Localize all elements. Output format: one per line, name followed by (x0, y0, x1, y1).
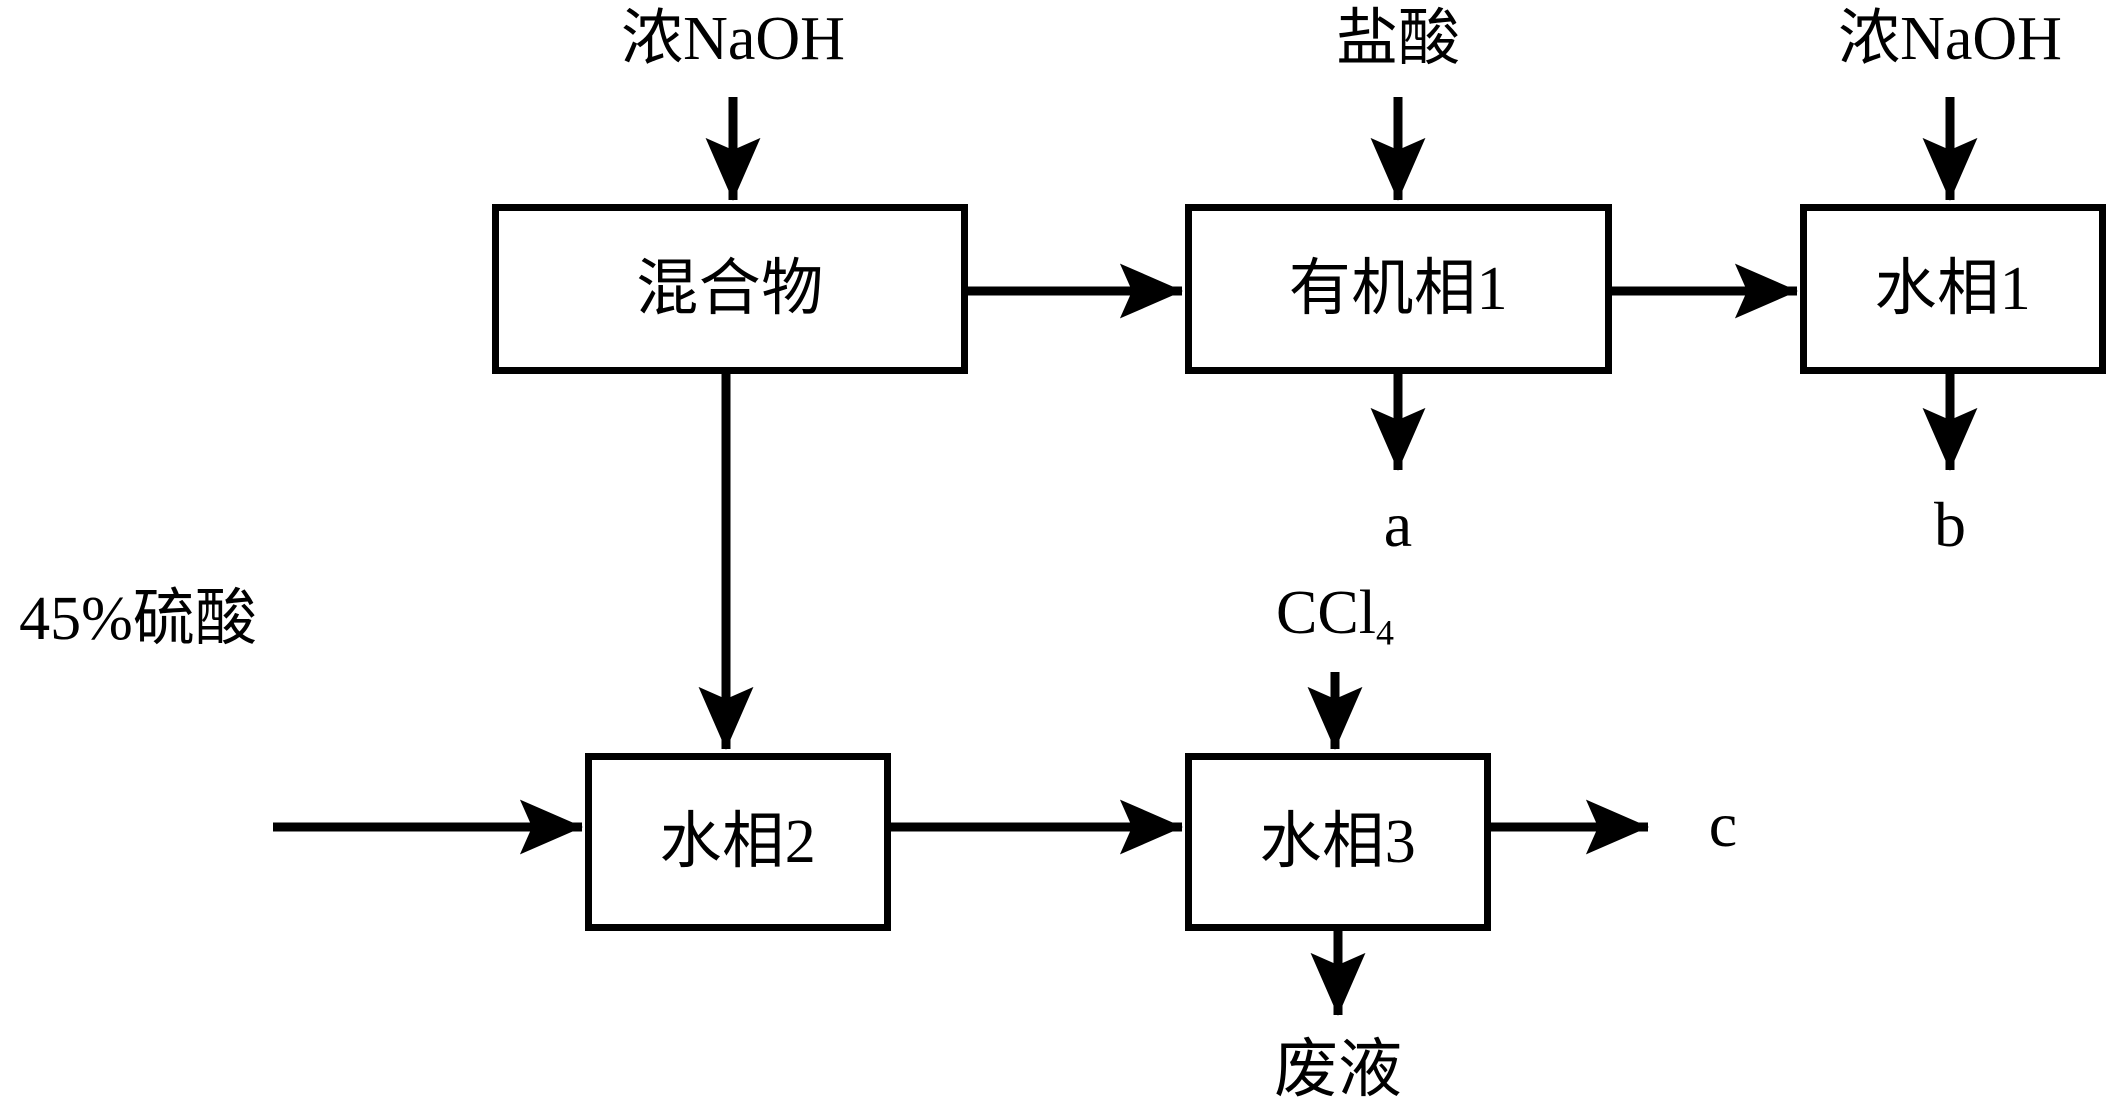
node-organic-phase-1-label: 有机相1 (1288, 255, 1509, 323)
output-label-a: a (1383, 489, 1413, 560)
node-aqueous-phase-2-label: 水相2 (659, 808, 817, 876)
reagent-label-sulfuric-acid: 45%硫酸 (19, 585, 257, 653)
node-organic-phase-1[interactable]: 有机相1 (1185, 204, 1612, 374)
node-aqueous-phase-1-label: 水相1 (1874, 255, 2032, 323)
node-aqueous-phase-3[interactable]: 水相3 (1185, 753, 1491, 931)
output-label-b: b (1934, 489, 1966, 560)
ccl4-subscript: 4 (1375, 612, 1394, 653)
ccl4-formula-base: CCl (1276, 579, 1376, 647)
node-aqueous-phase-1[interactable]: 水相1 (1800, 204, 2106, 374)
output-label-c: c (1708, 789, 1738, 860)
reagent-label-hydrochloric-acid: 盐酸 (1335, 5, 1461, 73)
reagent-label-ccl4: CCl4 (1276, 582, 1394, 651)
node-aqueous-phase-3-label: 水相3 (1259, 808, 1417, 876)
node-mixture-label: 混合物 (636, 255, 824, 323)
node-aqueous-phase-2[interactable]: 水相2 (585, 753, 891, 931)
reagent-label-naoh-1: 浓NaOH (621, 5, 845, 73)
output-label-waste-liquid: 废液 (1274, 1034, 1402, 1105)
reagent-label-naoh-2: 浓NaOH (1838, 5, 2062, 73)
node-mixture[interactable]: 混合物 (492, 204, 968, 374)
